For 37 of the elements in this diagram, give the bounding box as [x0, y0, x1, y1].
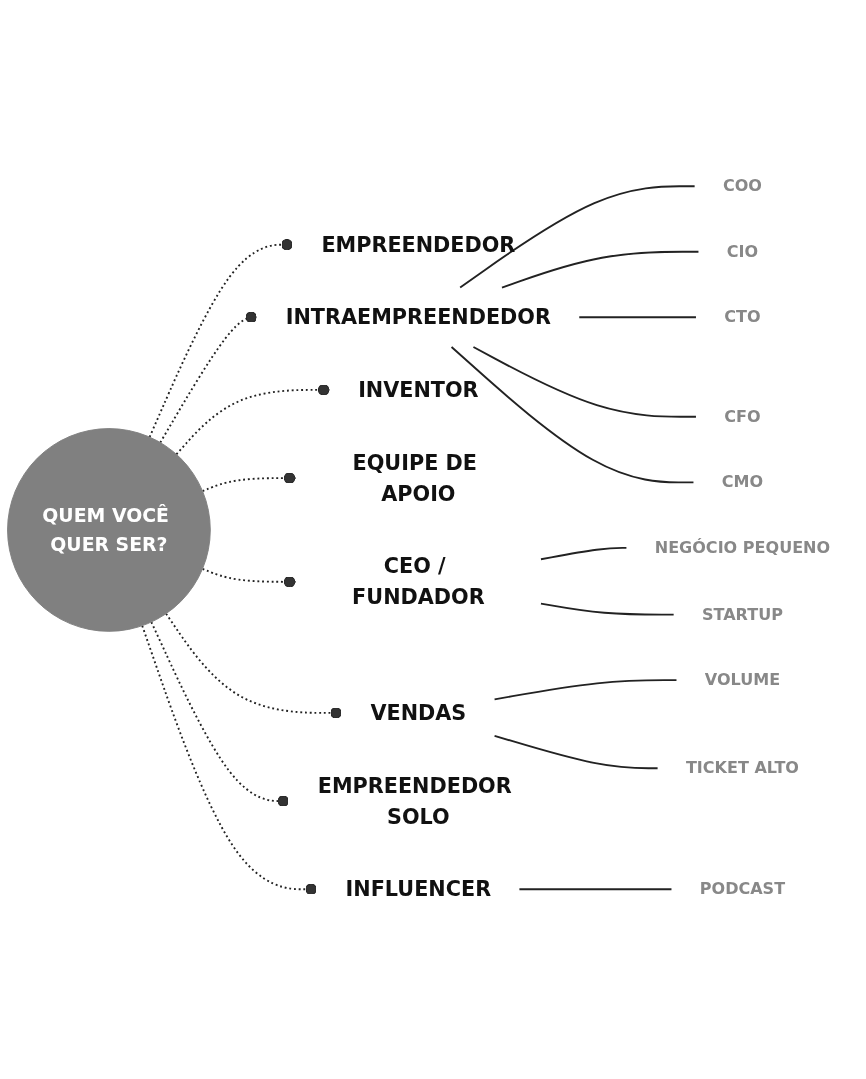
node-text: EMPREENDEDOR — [321, 232, 516, 257]
connector — [175, 384, 331, 456]
connector — [141, 624, 319, 895]
node-text: INFLUENCER — [345, 877, 492, 902]
node-text: COO — [722, 176, 762, 195]
node-text: VENDAS — [370, 701, 467, 725]
node-text: TICKET ALTO — [685, 758, 799, 778]
node-circle: QUEM VOCÊ QUER SER? — [7, 428, 211, 632]
connector — [165, 612, 344, 719]
node-text: STARTUP — [701, 604, 783, 624]
node-text: CIO — [726, 241, 759, 261]
connector — [493, 679, 678, 701]
node-text: NEGÓCIO PEQUENO — [654, 537, 831, 557]
connector — [201, 472, 297, 493]
node-text: CEO / FUNDADOR — [352, 554, 485, 610]
connector — [201, 567, 297, 588]
node-text: CMO — [721, 472, 764, 492]
connector — [578, 316, 697, 319]
node-text: CFO — [724, 406, 761, 426]
connector — [518, 888, 673, 891]
connector — [493, 734, 659, 770]
connector — [150, 621, 291, 807]
node-text: INTRAEMPREENDEDOR — [285, 305, 551, 330]
connector — [159, 311, 259, 444]
connector — [148, 238, 295, 439]
connector — [501, 250, 700, 289]
node-text: VOLUME — [704, 670, 781, 689]
node-text: EQUIPE DE APOIO — [352, 450, 477, 506]
node-text: CTO — [724, 307, 761, 327]
node-text: INVENTOR — [358, 378, 479, 402]
node-text: EMPREENDEDOR SOLO — [317, 773, 512, 829]
connector — [459, 185, 696, 289]
connector — [450, 346, 695, 484]
connector — [540, 546, 628, 561]
connector — [472, 346, 697, 418]
connector — [540, 602, 675, 616]
node-text: PODCAST — [699, 879, 786, 898]
